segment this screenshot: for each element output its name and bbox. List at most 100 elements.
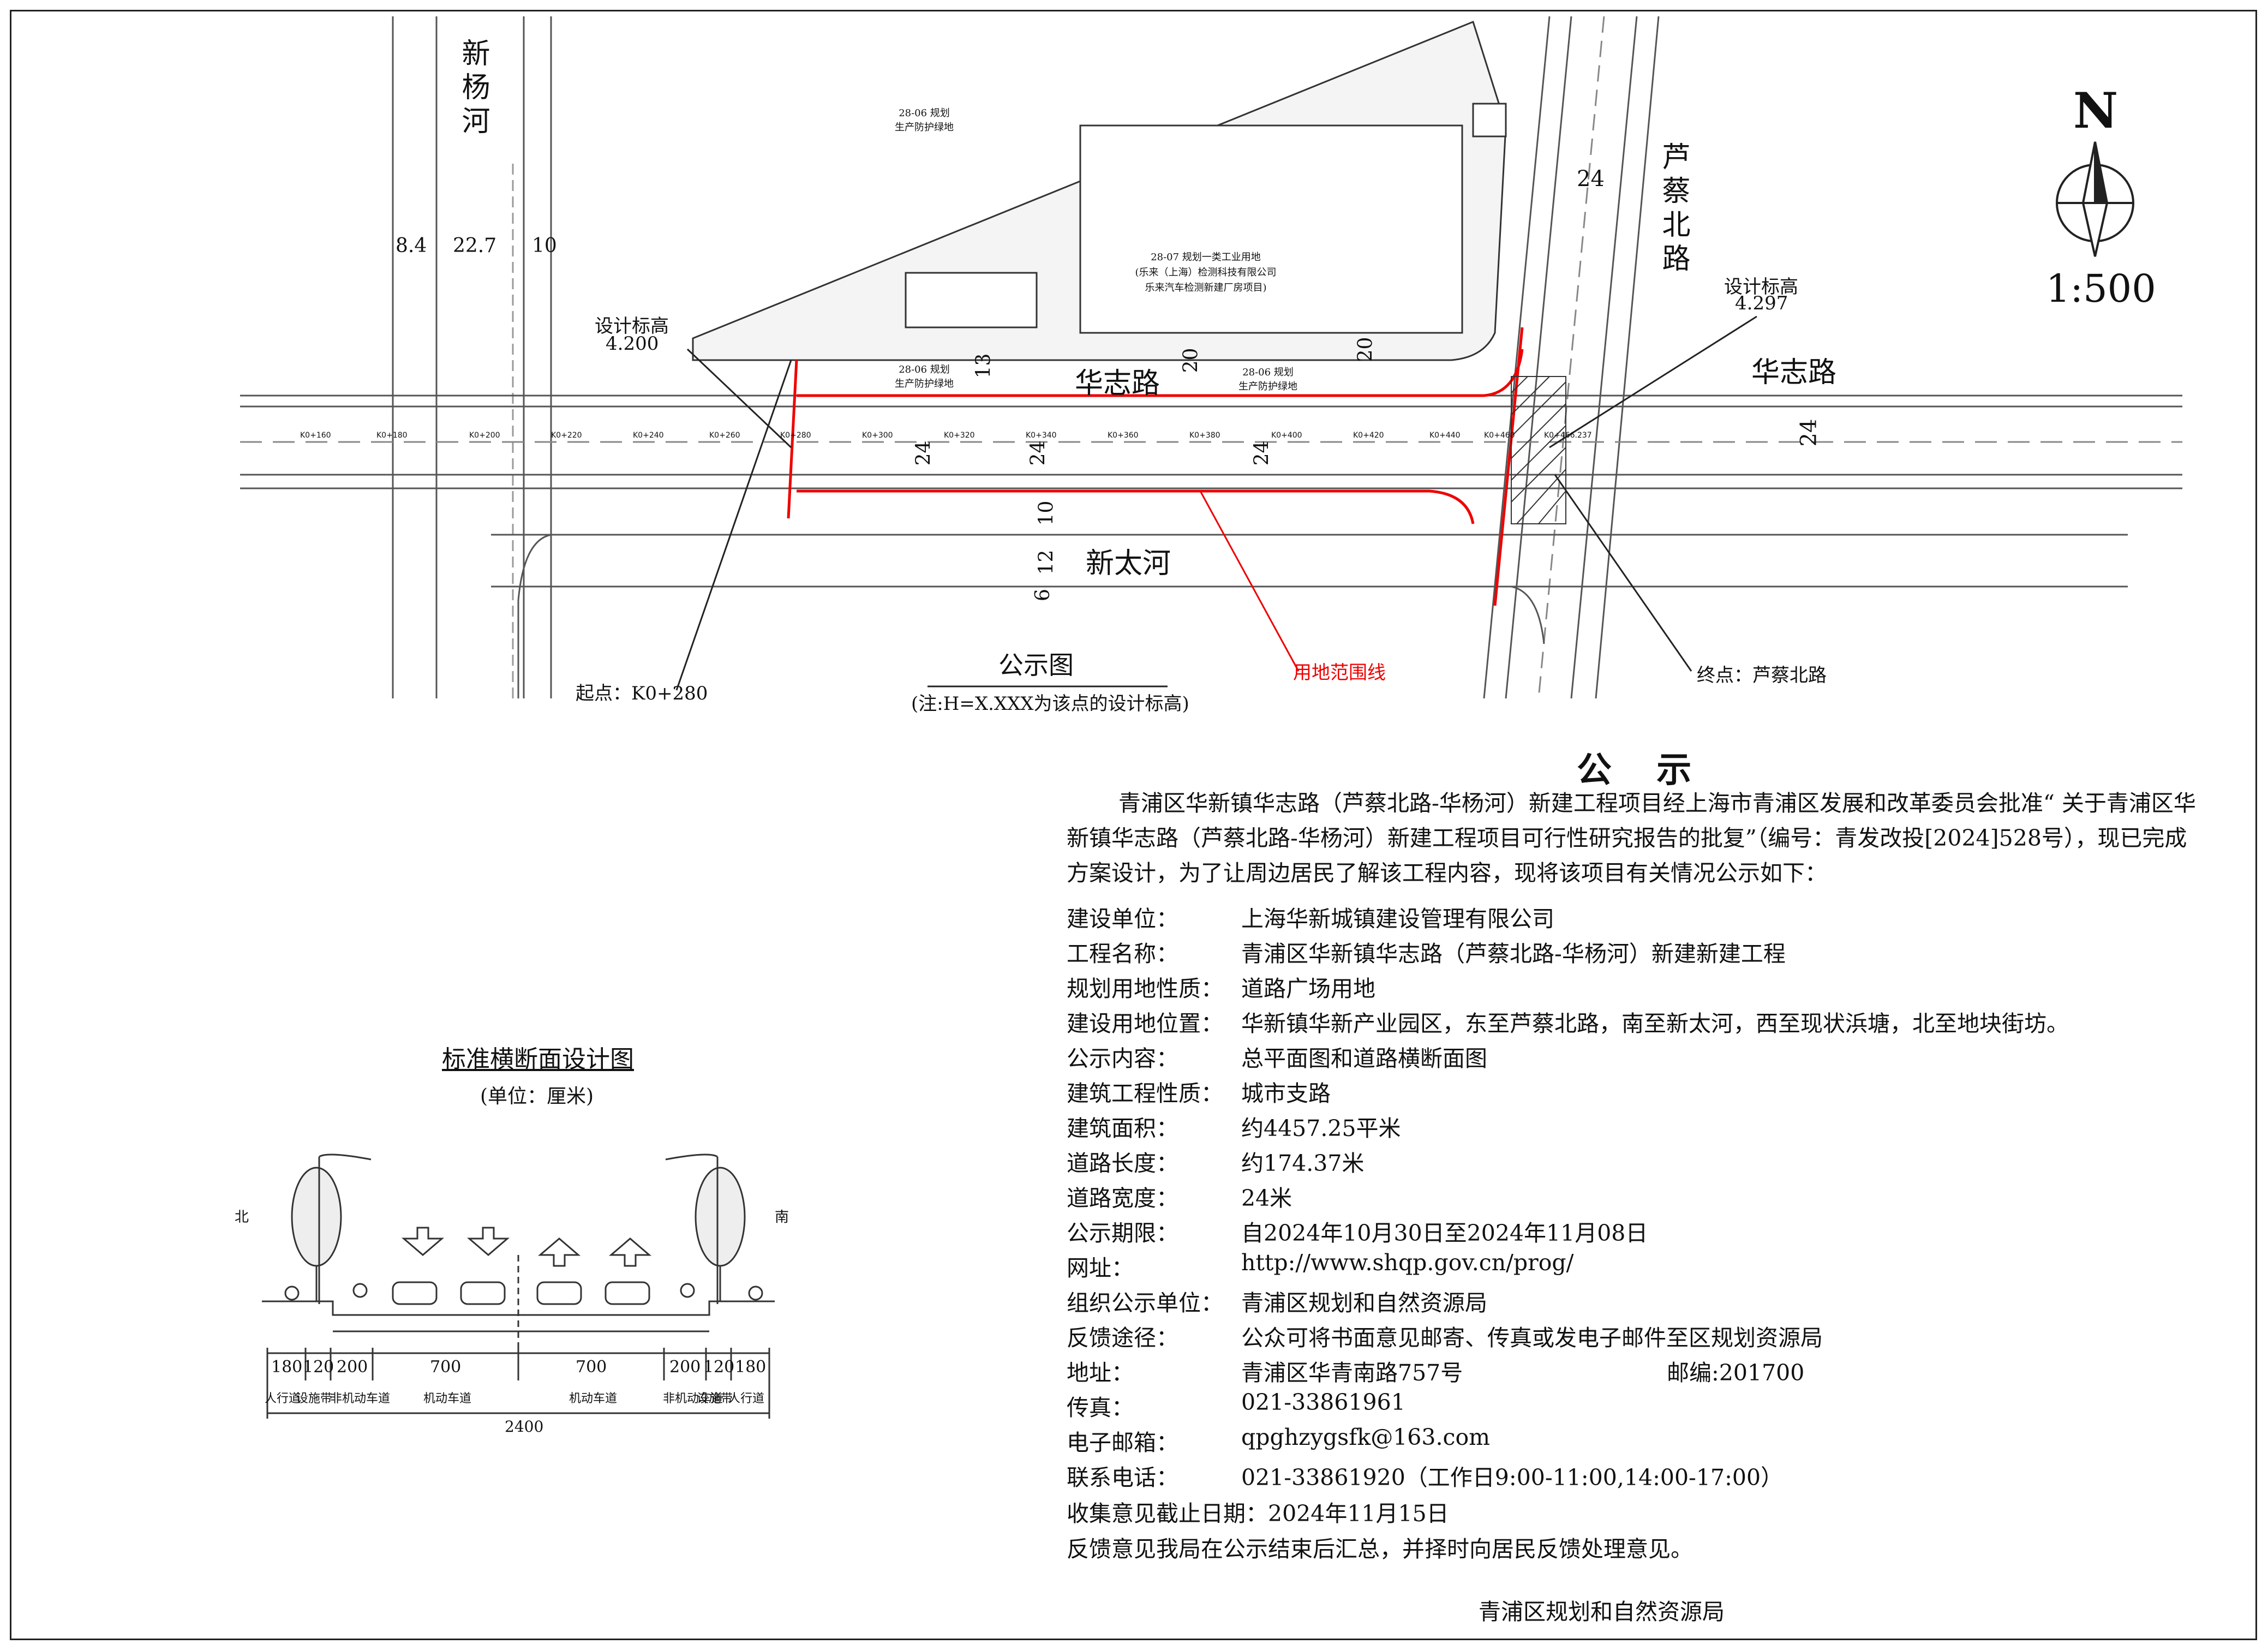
notice-row-value: 上海华新城镇建设管理有限公司	[1241, 906, 1554, 932]
design-elev-right-label: 设计标高	[1724, 276, 1798, 298]
section-part: 设施带	[697, 1392, 733, 1406]
notice-row-key: 电子邮箱：	[1067, 1430, 1178, 1456]
plot-outline	[692, 20, 1507, 361]
notice-row-value: 021-33861961	[1241, 1389, 1405, 1415]
station-label: K0+466.237	[1544, 431, 1592, 440]
notice-row-key: 规划用地性质：	[1067, 976, 1223, 1002]
section-unit: (单位：厘米)	[480, 1085, 594, 1108]
notice-row-value: 021-33861920（工作日9:00-11:00,14:00-17:00）	[1241, 1464, 1784, 1491]
dim-east-side: 24	[1796, 419, 1822, 447]
dim-road-10: 10	[1035, 500, 1058, 526]
notice-row-key: 网址：	[1067, 1255, 1134, 1281]
west-river	[392, 16, 552, 698]
station-label: K0+240	[633, 431, 664, 440]
station-label: K0+460	[1484, 431, 1515, 440]
main-road	[240, 394, 2182, 698]
page-frame	[10, 10, 2257, 1640]
station-label: K0+220	[551, 431, 582, 440]
road-main-east-label: 华志路	[1751, 356, 1837, 389]
section-width: 200	[337, 1358, 368, 1377]
section-north: 北	[235, 1209, 249, 1225]
station-label: K0+340	[1026, 431, 1057, 440]
notice-row-key: 传真：	[1067, 1395, 1134, 1421]
station-label: K0+360	[1108, 431, 1139, 440]
dim-road-6: 6	[1031, 589, 1054, 601]
dim-road-20a: 20	[1180, 348, 1202, 373]
plot-green-a-label: 28-06 规划 生产防护绿地	[895, 364, 954, 390]
notice-row-key: 建筑面积：	[1067, 1115, 1178, 1141]
section-part: 非机动车道	[330, 1392, 391, 1406]
notice-row-value: 约4457.25平米	[1241, 1115, 1401, 1141]
station-label: K0+280	[780, 431, 811, 440]
notice-title: 公 示	[1577, 750, 1708, 791]
notice-row-value: 24米	[1241, 1185, 1292, 1211]
end-point-label: 终点：芦蔡北路	[1697, 665, 1827, 686]
intersection-hatch	[1511, 376, 1566, 524]
notice-row-key: 联系电话：	[1067, 1464, 1178, 1491]
section-total: 2400	[505, 1418, 544, 1436]
notice-deadline: 收集意见截止日期：2024年11月15日	[1067, 1500, 1449, 1527]
section-width: 200	[669, 1358, 701, 1377]
design-elev-left-label: 设计标高	[595, 315, 669, 337]
notice-row-value: 青浦区华新镇华志路（芦蔡北路-华杨河）新建新建工程	[1241, 941, 1786, 967]
section-part: 设施带	[296, 1392, 333, 1406]
notice-row-value: 道路广场用地	[1241, 976, 1375, 1002]
dim-road-12: 12	[1035, 549, 1058, 575]
notice-row-key: 公示期限：	[1067, 1220, 1178, 1246]
section-title: 标准横断面设计图	[442, 1045, 634, 1073]
plot-green-b-label: 28-06 规划 生产防护绿地	[1238, 367, 1297, 392]
station-label: K0+440	[1429, 431, 1461, 440]
north-arrow-icon	[2056, 141, 2134, 257]
notice-row-value[interactable]: qpghzygsfk@163.com	[1241, 1424, 1491, 1450]
notice-row-value: 约174.37米	[1241, 1150, 1365, 1176]
notice-intro: 青浦区华新镇华志路（芦蔡北路-华杨河）新建工程项目经上海市青浦区发展和改革委员会…	[1067, 790, 2196, 886]
station-label: K0+380	[1189, 431, 1220, 440]
notice-row-key: 公示内容：	[1067, 1045, 1178, 1072]
section-width: 120	[703, 1358, 735, 1377]
map-note: (注:H=X.XXX为该点的设计标高)	[911, 693, 1189, 715]
dim-road-24c: 24	[1250, 440, 1273, 466]
scale-label: 1:500	[2046, 266, 2156, 311]
site-plan	[240, 16, 2182, 699]
section-south: 南	[775, 1209, 789, 1225]
plot-industrial-label: 28-07 规划一类工业用地 (乐来（上海）检测科技有限公司 乐来汽车检测新建厂…	[1118, 250, 1293, 296]
section-width: 180	[271, 1358, 303, 1377]
dim-east-top: 24	[1577, 166, 1605, 192]
dim-road-24a: 24	[912, 440, 935, 466]
notice-row-key: 组织公示单位：	[1067, 1290, 1223, 1316]
notice-row-value: 自2024年10月30日至2024年11月08日	[1241, 1220, 1648, 1246]
notice-row-key: 道路长度：	[1067, 1150, 1178, 1176]
section-part: 人行道	[265, 1392, 301, 1406]
dim-west-2: 22.7	[453, 235, 497, 257]
section-width: 120	[303, 1358, 334, 1377]
station-label: K0+400	[1271, 431, 1302, 440]
section-width: 700	[576, 1358, 607, 1377]
section-part: 非机动车道	[663, 1392, 723, 1406]
boundary-label: 用地范围线	[1293, 662, 1386, 684]
map-title: 公示图	[998, 650, 1074, 680]
dim-road-13: 13	[972, 353, 995, 379]
section-part: 人行道	[728, 1392, 765, 1406]
north-label: N	[2073, 82, 2119, 140]
river-west-label: 新杨河	[457, 38, 489, 140]
design-elev-left-value: 4.200	[606, 333, 659, 355]
road-main-label: 华志路	[1075, 367, 1160, 400]
station-label: K0+200	[469, 431, 500, 440]
notice-row-value: 城市支路	[1241, 1080, 1331, 1107]
notice-row-key: 道路宽度：	[1067, 1185, 1178, 1211]
section-width: 700	[430, 1358, 462, 1377]
notice-row-value-2: 邮编:201700	[1667, 1360, 1805, 1386]
plot-industrial-line-1: 28-07 规划一类工业用地	[1151, 252, 1261, 263]
start-point-label: 起点：K0+280	[576, 683, 708, 704]
plot-industrial-line-3: 乐来汽车检测新建厂房项目)	[1145, 282, 1267, 294]
section-width: 180	[735, 1358, 767, 1377]
notice-row-key: 工程名称：	[1067, 941, 1178, 967]
notice-row-key: 建设单位：	[1067, 906, 1178, 932]
notice-row-key: 地址：	[1067, 1360, 1134, 1386]
notice-row-value[interactable]: http://www.shqp.gov.cn/prog/	[1241, 1250, 1574, 1276]
east-road	[1483, 16, 1660, 699]
notice-closing: 反馈意见我局在公示结束后汇总，并择时向居民反馈处理意见。	[1067, 1536, 1693, 1562]
notice-row-value: 青浦区华青南路757号	[1241, 1360, 1463, 1386]
leader-lines	[675, 315, 1757, 691]
boundary-line	[787, 327, 1524, 672]
